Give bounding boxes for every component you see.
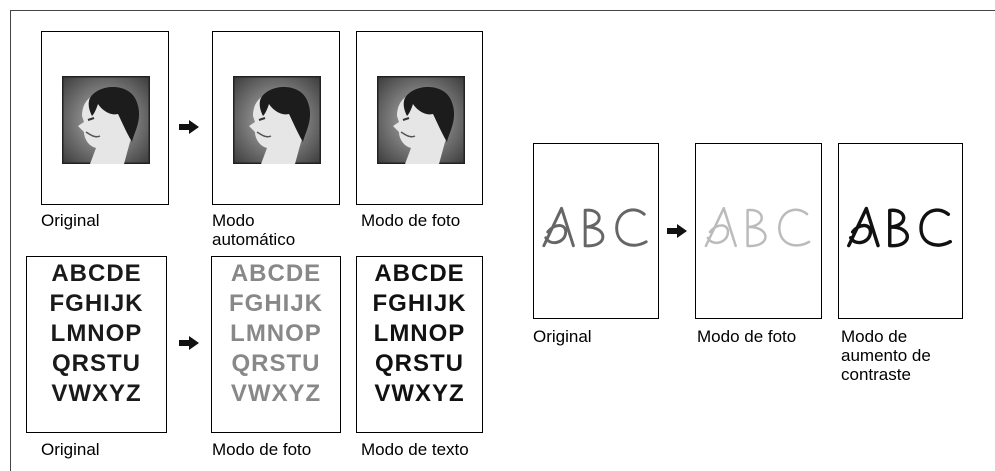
photo-photo-mode-page — [356, 31, 483, 205]
caption-hand-contrast: Modo de aumento de contraste — [841, 327, 931, 384]
text-photo-mode-page: ABCDE FGHIJK LMNOP QRSTU VWXYZ — [211, 256, 341, 433]
caption-text-photo: Modo de foto — [212, 440, 312, 459]
caption-photo-auto: Modo automático — [212, 211, 296, 249]
caption-photo-original: Original — [41, 211, 100, 230]
photo-original-page — [41, 31, 169, 205]
letters-block: ABCDE FGHIJK LMNOP QRSTU VWXYZ — [49, 260, 144, 407]
text-text-mode-page: ABCDE FGHIJK LMNOP QRSTU VWXYZ — [356, 256, 483, 433]
caption-text-text: Modo de texto — [361, 440, 469, 459]
hand-contrast-mode-page — [838, 143, 963, 319]
arrow-right-icon — [179, 336, 199, 350]
photo-auto-page — [212, 31, 340, 205]
arrow-right-icon — [667, 224, 687, 238]
caption-photo-photo: Modo de foto — [361, 211, 461, 230]
hand-original-page — [533, 143, 659, 319]
arrow-right-icon — [179, 120, 199, 134]
caption-text-original: Original — [41, 440, 100, 459]
portrait-photo — [377, 76, 465, 164]
portrait-photo — [233, 76, 321, 164]
hand-photo-mode-page — [695, 143, 822, 319]
text-original-page: ABCDE FGHIJK LMNOP QRSTU VWXYZ — [26, 256, 167, 433]
figure-frame — [10, 10, 995, 471]
handwritten-abc-faded — [704, 206, 811, 248]
handwritten-abc-contrast — [847, 206, 952, 248]
caption-hand-photo: Modo de foto — [697, 327, 797, 346]
handwritten-abc-original — [542, 206, 648, 248]
letters-block-faded: ABCDE FGHIJK LMNOP QRSTU VWXYZ — [228, 260, 323, 407]
letters-block-sharp: ABCDE FGHIJK LMNOP QRSTU VWXYZ — [372, 260, 467, 407]
portrait-photo — [62, 76, 150, 164]
caption-hand-original: Original — [533, 327, 592, 346]
